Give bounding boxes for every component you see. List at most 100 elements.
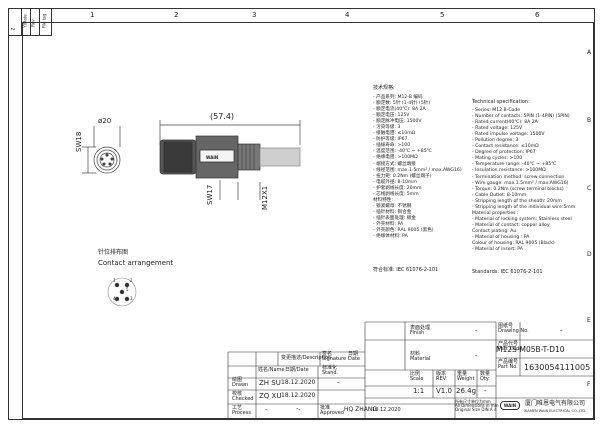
spec-en-line: - Rated impulse voltage: 1500V (472, 132, 545, 138)
spec-cn-line: - 额定数: 5针 (1-4针) (5针) (373, 101, 431, 107)
process-date: - (298, 406, 301, 414)
column-label-5: 5 (440, 11, 445, 19)
spec-en-line: - Pollution degree: 3 (472, 138, 519, 144)
process-name: - (265, 406, 268, 414)
company-name-en: XIAMEN WAIN ELECTRICAL CO.,LTD. (524, 409, 587, 413)
approved-date: 18.12.2020 (372, 407, 401, 413)
spec-cn-line: - 芯线剥线长度: 5mm (373, 191, 419, 197)
spec-en-line: - Rated voltage: 125V (472, 126, 523, 132)
contact-arrangement-diagram (107, 277, 137, 307)
spec-en-heading: Technical specification: (472, 99, 530, 105)
arrangement-title-cn: 针位排布图 (98, 249, 129, 256)
spec-cn-heading: 技术规格: (373, 85, 395, 91)
spec-cn-line: - 插拔寿命: >100 (373, 143, 411, 149)
front-diameter-dim: ø20 (98, 117, 112, 125)
column-label-2: 2 (174, 11, 179, 19)
spec-cn-line: - 绝缘电阻: >100MΩ (373, 155, 418, 161)
pin-label-2: 2 (130, 278, 133, 283)
date2-header: 日期/Date (285, 367, 309, 373)
spec-en-line: - Cable Outlet: 8-10mm (472, 192, 527, 198)
spec-en-line: - Temperature range: -40℃ ~ +85℃ (472, 162, 557, 168)
spec-en-line: - Torque: 0.2Nm (screw terminal blocks) (472, 186, 564, 192)
spec-en-line: - Stripping length of the individual wir… (472, 204, 576, 210)
drawing-frame (8, 8, 595, 420)
column-label-6: 6 (535, 11, 540, 19)
spec-cn-line: - 线径范围: max.1.5mm² / max.AWG16) (373, 167, 462, 173)
arrangement-title-en: Contact arrangement (98, 259, 174, 267)
spec-en-line: - Material of contact: copper alloy (472, 222, 550, 228)
spec-cn-line: - 温度范围: -40℃ ~ +85℃ (373, 149, 432, 155)
column-label-1: 1 (90, 11, 95, 19)
spec-en-line: - Material of locking system: Stainless … (472, 216, 572, 222)
front-view (82, 126, 121, 174)
rev-value: V1.0 (436, 387, 452, 395)
spec-cn-line: - 额定电压: 125V (373, 113, 410, 119)
housing-logo: WAIN (206, 155, 219, 160)
spec-cn-list: - 产品系列: M12-B 编码 - 额定数: 5针 (1-4针) (5针) -… (373, 94, 462, 239)
spec-en-line: - Number of contacts: 5PIN (1-4PIN) (5PI… (472, 114, 570, 120)
spec-en-line: - Stripping length of the sheath: 20mm (472, 198, 562, 204)
spec-cn-line: - 外壳材料: PA (373, 221, 404, 227)
connector-drawing (82, 120, 301, 200)
spec-cn-line: - 插针材料: 铜合金 (373, 209, 412, 215)
spec-cn-line: - 端接方式: 螺丝端接 (373, 161, 416, 167)
row-label-f: F (587, 381, 591, 388)
part-code-value: M12S-M05B-T-D10 (496, 345, 565, 354)
spec-en-line: Contact plating: Au (472, 228, 517, 234)
spec-en-line: - Mating cycles: >100 (472, 156, 523, 162)
spec-cn-standards: 符合标准: IEC 61076-2-101 (373, 267, 439, 273)
spec-en-standards: Standards: IEC 61076-2-101 (472, 269, 543, 275)
checked-date: 18.12.2020 (281, 392, 316, 399)
pin-label-1: 1 (113, 278, 116, 283)
spec-en-line: - Series: M12 B-Code (472, 108, 521, 113)
spec-cn-line: - 防护等级: IP67 (373, 137, 408, 143)
spec-en-line: - Rated current(40℃): 8A 2A (472, 120, 538, 126)
row-label-e: E (587, 317, 591, 324)
spec-en-line: - Contact resistance: ≤10mΩ (472, 144, 539, 150)
spec-cn-line: - 外壳颜色: RAL 9005 (黑色) (373, 228, 434, 234)
weight-value: 26.4g (456, 387, 477, 395)
spec-en-line: - Wire gauge: max.1.5mm² / max.AWG16) (472, 180, 569, 186)
part-no-value: 1630054111005 (524, 363, 591, 372)
drawing-no-value: - (560, 327, 563, 335)
row-label-d: D (587, 251, 592, 258)
spec-en-list: - Series: M12 B-Code - Number of contact… (472, 108, 575, 253)
scale-value: 1:1 (413, 387, 425, 395)
finish-value: - (475, 327, 478, 335)
checked-name: ZQ XU (259, 392, 282, 400)
drawn-date: 18.12.2020 (281, 379, 316, 386)
spec-cn-line: - 插针表面处理: 镀金 (373, 215, 416, 221)
spec-cn-line: - 扭力矩: 0.2Nm (螺丝端子) (373, 173, 432, 179)
spec-en-line: - Degree of protection: IP67 (472, 150, 536, 156)
spec-cn-line: 材料特性: (373, 197, 393, 203)
length-dim: (57.4) (210, 112, 235, 121)
row-label-b: B (587, 117, 592, 124)
company-name-cn: 厦门唯恩电气有限公司 (525, 400, 586, 407)
drawn-name: ZH SU (259, 379, 281, 387)
qty-value: - (484, 387, 487, 395)
spec-en-line: Material properties : (472, 210, 519, 216)
spec-cn-line: - 接触电阻: ≤10mΩ (373, 131, 416, 137)
pin-label-3: 3 (130, 296, 133, 301)
revision-corner: Z Y/Date Rev File tag (8, 8, 52, 36)
material-value: - (475, 352, 478, 360)
spec-cn-line: - 锁紧螺母: 不锈钢 (373, 203, 412, 209)
spec-cn-line: - 额定脉冲电压: 1500V (373, 119, 422, 125)
spec-en-line: - Material of housing : PA (472, 234, 530, 240)
spec-cn-line: - 电缆外径: 8-10mm (373, 179, 417, 185)
pin-label-4: 4 (113, 296, 116, 301)
spec-cn-line: - 额定电流(40℃): 8A 2A (373, 107, 426, 113)
row-label-a: A (587, 49, 592, 56)
column-label-3: 3 (252, 11, 257, 19)
